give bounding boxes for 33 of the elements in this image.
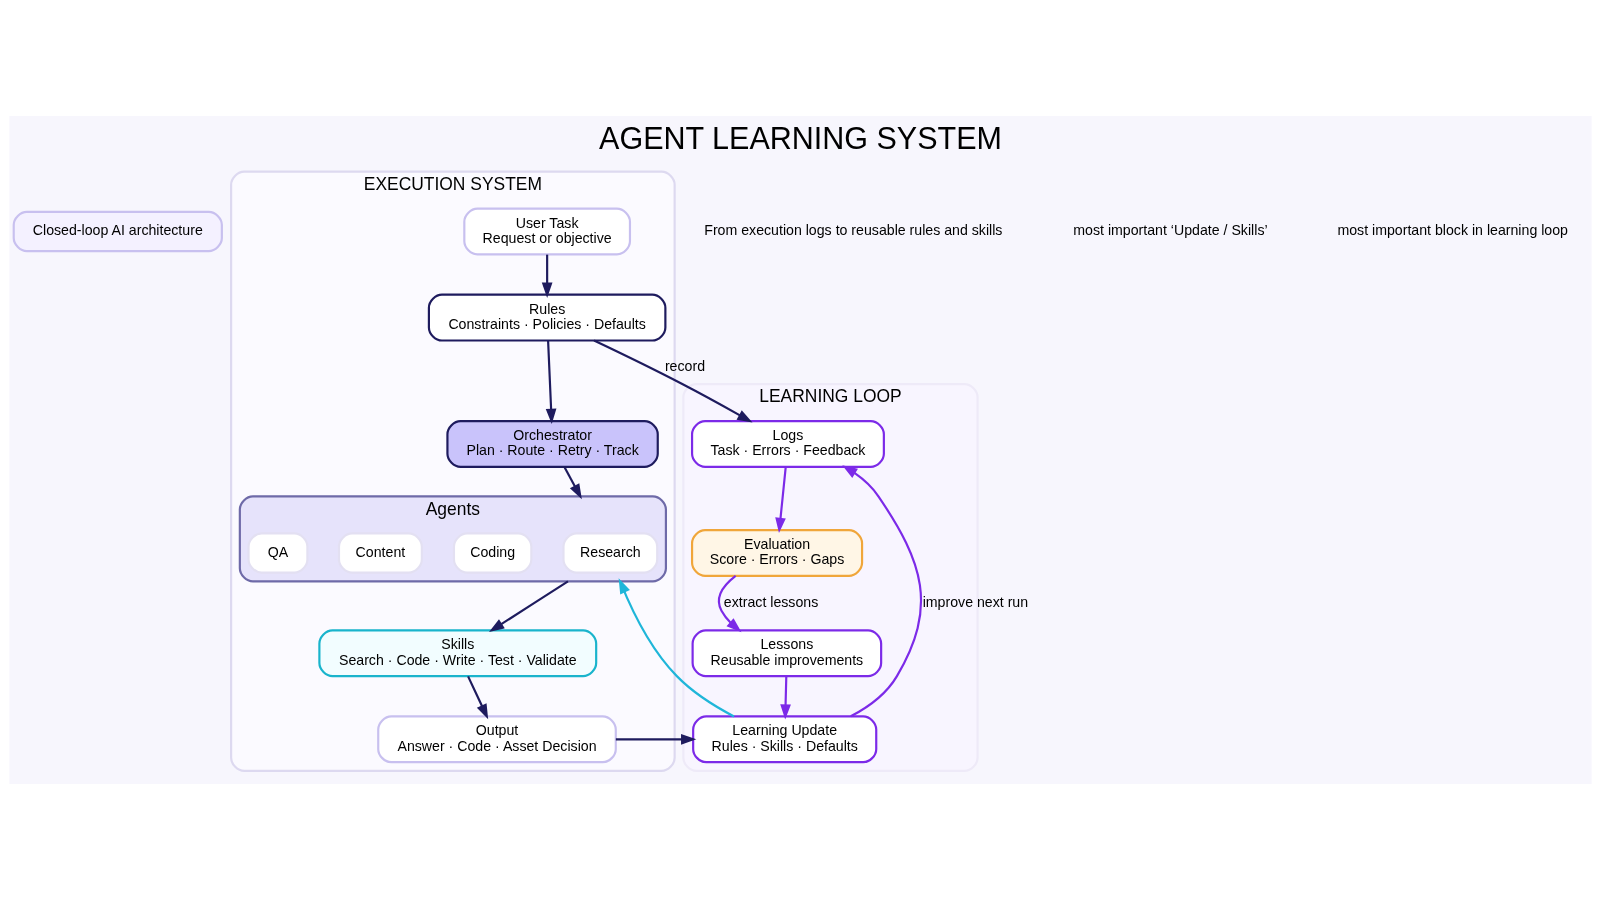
arrow: [545, 340, 556, 425]
node-box: Evaluation Score · Errors · Gaps: [690, 529, 863, 577]
node-box: Lessons Reusable improvements: [691, 629, 882, 678]
node-box: QA: [246, 532, 308, 574]
label: most important block in learning loop: [1336, 222, 1568, 239]
arrow: [717, 575, 741, 633]
edge-label: improve next run: [922, 593, 1028, 610]
node-box: Rules Constraints · Policies · Defaults: [427, 293, 666, 342]
label: most important ‘Update / Skills’: [1072, 222, 1268, 239]
arrow: [615, 733, 696, 745]
label: From execution logs to reusable rules and skills: [703, 222, 1002, 239]
edge-label: extract lessons: [723, 593, 818, 610]
arrow: [774, 467, 787, 534]
arrow: [563, 466, 582, 500]
node-box: Research: [561, 532, 658, 574]
arrow: [541, 254, 552, 298]
arrow: [466, 675, 488, 720]
node-box: Content: [337, 532, 423, 574]
node-box: Logs Task · Errors · Feedback: [690, 420, 885, 468]
arrow: [593, 339, 752, 423]
node-box: Orchestrator Plan · Route · Retry · Track: [445, 420, 659, 468]
node-box: Closed-loop AI architecture: [12, 210, 223, 253]
node-box: Coding: [452, 532, 532, 574]
node-box: Output Answer · Code · Asset Decision: [376, 715, 617, 764]
arrow: [488, 580, 569, 633]
arrow: [841, 465, 922, 718]
diagram-title: AGENT LEARNING SYSTEM: [598, 121, 1002, 156]
node-box: Learning Update Rules · Skills · Defaults: [691, 715, 877, 764]
arrow: [618, 578, 735, 718]
arrow: [779, 676, 791, 720]
edge-label: record: [664, 358, 705, 375]
node-box: User Task Request or objective: [462, 207, 631, 256]
node-box: Skills Search · Code · Write · Test · Validate: [317, 629, 597, 678]
